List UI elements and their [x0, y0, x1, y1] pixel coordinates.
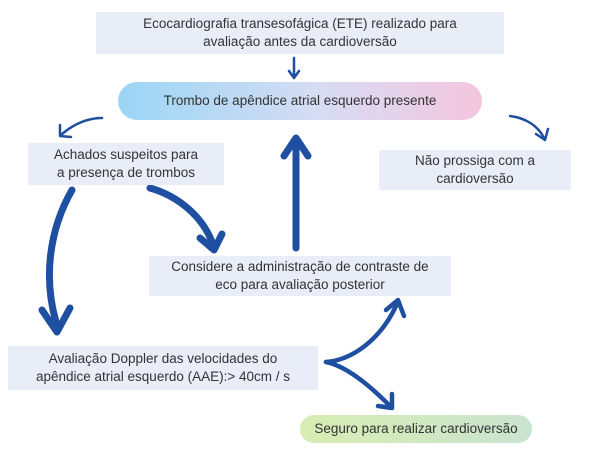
node-doppler: Avaliação Doppler das velocidades do apê…: [8, 346, 318, 390]
node-tee: Ecocardiografia transesofágica (ETE) rea…: [96, 12, 504, 54]
node-suspicious-line2: a presença de trombos: [56, 165, 196, 180]
arrow-thrombus-to-noproceed: [508, 114, 550, 142]
node-contrast-line1: Considere a administração de contraste d…: [171, 259, 429, 274]
node-suspicious: Achados suspeitos para a presença de tro…: [28, 143, 224, 185]
node-doppler-line2: apêndice atrial esquerdo (AAE):> 40cm / …: [35, 369, 290, 384]
node-safe-label: Seguro para realizar cardioversão: [314, 421, 518, 436]
node-suspicious-line1: Achados suspeitos para: [53, 147, 199, 162]
node-do-not-proceed: Não prossiga com a cardioversão: [379, 150, 571, 190]
arrow-suspicious-to-doppler: [38, 186, 76, 336]
node-thrombus-label: Trombo de apêndice atrial esquerdo prese…: [163, 93, 437, 108]
arrow-contrast-to-thrombus: [280, 134, 312, 252]
arrow-tee-to-thrombus: [287, 56, 301, 80]
arrow-doppler-to-safe: [323, 359, 395, 411]
node-tee-line2: avaliação antes da cardioversão: [203, 34, 397, 49]
node-contrast-line2: eco para avaliação posterior: [215, 277, 385, 292]
node-do-not-proceed-line1: Não prossiga com a: [414, 153, 536, 168]
arrow-thrombus-to-suspicious: [58, 116, 104, 139]
node-safe: Seguro para realizar cardioversão: [300, 415, 532, 443]
arrow-doppler-to-contrast: [323, 297, 407, 365]
arrow-suspicious-to-contrast: [146, 184, 226, 254]
node-doppler-line1: Avaliação Doppler das velocidades do: [48, 351, 278, 366]
node-tee-line1: Ecocardiografia transesofágica (ETE) rea…: [143, 16, 457, 31]
node-do-not-proceed-line2: cardioversão: [436, 171, 514, 186]
node-contrast: Considere a administração de contraste d…: [149, 256, 451, 296]
node-thrombus: Trombo de apêndice atrial esquerdo prese…: [118, 82, 482, 120]
